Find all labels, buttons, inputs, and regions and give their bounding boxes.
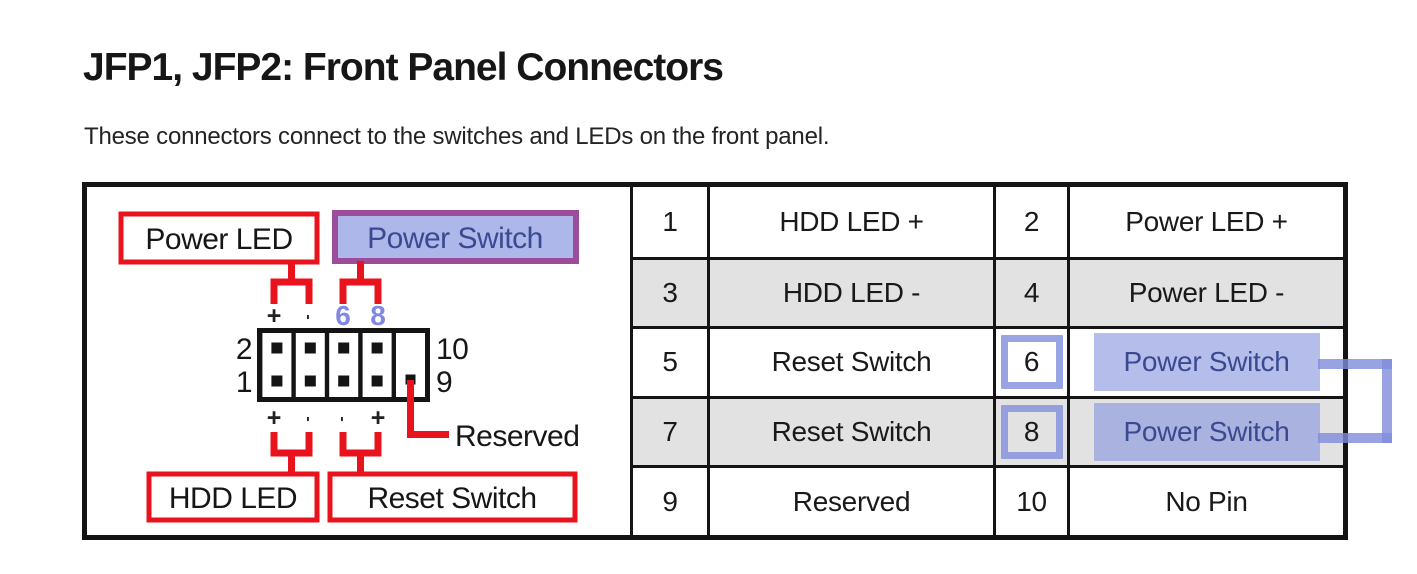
pin-number-cell: 7 — [633, 395, 707, 466]
power-switch-label: Power Switch — [367, 222, 543, 255]
pin-6-highlight-box: 6 — [1000, 335, 1063, 390]
mark-pin1-plus: + — [267, 404, 282, 432]
signal-cell-highlighted: Power Switch — [1067, 326, 1343, 396]
mark-pin8: 8 — [370, 300, 386, 331]
pinout-diagram: Power LED Power Switch + - 6 8 — [87, 187, 630, 535]
reserved-label: Reserved — [455, 420, 579, 453]
pin-number-cell: 3 — [633, 256, 707, 327]
power-switch-bracket-top — [1318, 359, 1392, 369]
signal-cell: No Pin — [1067, 465, 1343, 535]
pin-number-cell: 5 — [633, 326, 707, 396]
power-switch-highlight: Power Switch — [1093, 403, 1320, 462]
signal-cell-highlighted: Power Switch — [1067, 395, 1343, 466]
pin-number-1: 1 — [236, 366, 252, 399]
page-subtitle: These connectors connect to the switches… — [84, 123, 830, 150]
reset-switch-fork — [339, 432, 382, 457]
power-switch-fork — [339, 278, 382, 304]
pin-1 — [271, 375, 283, 387]
signal-cell: Power LED + — [1067, 187, 1343, 257]
pin-number-cell: 2 — [993, 187, 1067, 257]
pin-8-highlight-box: 8 — [1000, 405, 1063, 460]
pin-number-cell: 10 — [993, 465, 1067, 535]
pin-2 — [271, 342, 283, 354]
pin-number-9: 9 — [436, 366, 452, 399]
signal-cell: HDD LED + — [707, 187, 993, 257]
signal-cell: Reserved — [707, 465, 993, 535]
reset-switch-callout-box — [327, 471, 578, 523]
pin-number-cell-highlighted: 6 — [993, 326, 1067, 396]
mark-pin5-minus: - — [334, 416, 351, 421]
pin-number-cell-highlighted: 8 — [993, 395, 1067, 466]
signal-cell: Reset Switch — [707, 326, 993, 396]
pin-9 — [405, 374, 416, 385]
pin-7 — [371, 375, 383, 387]
power-switch-bracket-bottom — [1318, 433, 1392, 443]
pin-number-cell: 4 — [993, 256, 1067, 327]
pin-6 — [338, 342, 350, 354]
pin-definition-table: 1 HDD LED + 2 Power LED + 3 HDD LED - 4 … — [630, 187, 1343, 535]
mark-pin6: 6 — [335, 300, 351, 331]
connector-figure: Power LED Power Switch + - 6 8 — [82, 182, 1392, 540]
mark-pin3-minus: - — [300, 416, 317, 421]
mark-pin2-plus: + — [267, 302, 282, 330]
hdd-led-callout-box — [146, 471, 320, 523]
pin-number-10: 10 — [436, 333, 468, 366]
pinout-diagram-svg: Power LED Power Switch + - 6 8 — [118, 210, 580, 523]
reset-switch-label: Reset Switch — [367, 482, 536, 515]
signal-cell: Reset Switch — [707, 395, 993, 466]
pin-number-cell: 9 — [633, 465, 707, 535]
pin-4 — [304, 342, 316, 354]
reserved-pin-lead — [407, 380, 449, 438]
power-led-fork — [270, 278, 313, 304]
power-led-callout-box — [118, 211, 320, 265]
mark-pin7-plus: + — [371, 404, 386, 432]
signal-cell: HDD LED - — [707, 256, 993, 327]
power-switch-bracket-right — [1382, 359, 1392, 443]
hdd-led-label: HDD LED — [169, 482, 297, 515]
pin-3 — [304, 375, 316, 387]
signal-cell: Power LED - — [1067, 256, 1343, 327]
page-title: JFP1, JFP2: Front Panel Connectors — [83, 46, 724, 89]
mark-pin4-minus: - — [300, 314, 317, 319]
power-switch-callout-box — [332, 210, 579, 264]
pin-5 — [338, 375, 350, 387]
pin-number-2: 2 — [236, 333, 252, 366]
pin-8 — [371, 342, 383, 354]
hdd-led-fork — [270, 432, 313, 457]
pin-number-cell: 1 — [662, 205, 678, 237]
power-switch-highlight: Power Switch — [1093, 333, 1320, 392]
power-led-label: Power LED — [145, 223, 292, 256]
